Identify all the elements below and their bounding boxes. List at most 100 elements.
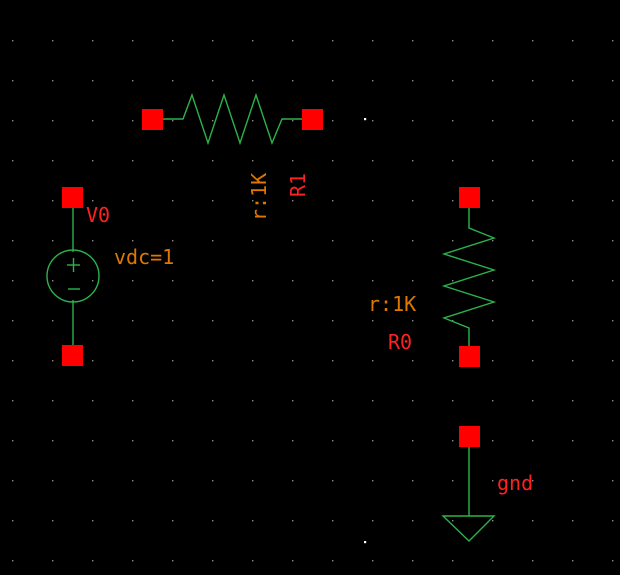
grid-dot: [292, 480, 294, 482]
grid-dot: [212, 80, 214, 82]
grid-dot: [492, 120, 494, 122]
grid-dot: [12, 360, 14, 362]
grid-dot: [332, 240, 334, 242]
resistor-r0-name: R0: [388, 330, 412, 354]
grid-dot: [572, 280, 574, 282]
plus-icon: [67, 258, 80, 272]
grid-dot: [132, 360, 134, 362]
grid-dot: [52, 280, 54, 282]
resistor-r1-pin-right[interactable]: [302, 109, 323, 130]
vsource-v0-param: vdc=1: [114, 245, 174, 269]
resistor-r1-pin-left[interactable]: [142, 109, 163, 130]
grid-dot: [252, 160, 254, 162]
grid-dot: [252, 200, 254, 202]
grid-dot: [332, 360, 334, 362]
grid-dot: [492, 440, 494, 442]
grid-dot: [452, 160, 454, 162]
grid-dot: [12, 200, 14, 202]
grid-dot: [172, 80, 174, 82]
grid-dot: [52, 80, 54, 82]
grid-dot: [452, 400, 454, 402]
grid-dots: [12, 40, 614, 562]
grid-dot: [92, 560, 94, 562]
grid-dot: [212, 560, 214, 562]
grid-dot: [612, 120, 614, 122]
grid-dot: [92, 400, 94, 402]
grid-dot: [252, 520, 254, 522]
grid-dot: [412, 440, 414, 442]
grid-dot: [172, 320, 174, 322]
grid-dot: [212, 440, 214, 442]
grid-dot: [12, 400, 14, 402]
resistor-r0-pin-bottom[interactable]: [459, 346, 480, 367]
grid-dot: [132, 240, 134, 242]
grid-dot: [332, 40, 334, 42]
grid-dot: [132, 80, 134, 82]
grid-dot: [452, 240, 454, 242]
grid-dot: [572, 360, 574, 362]
snap-point: [364, 541, 367, 544]
grid-dot: [12, 440, 14, 442]
grid-dot: [492, 80, 494, 82]
grid-dot: [572, 560, 574, 562]
grid-dot: [212, 40, 214, 42]
grid-dot: [52, 160, 54, 162]
grid-dot: [572, 80, 574, 82]
snap-point: [364, 118, 367, 121]
grid-dot: [532, 560, 534, 562]
vsource-pin-bottom[interactable]: [62, 345, 83, 366]
grid-dot: [292, 160, 294, 162]
grid-dot: [372, 560, 374, 562]
grid-dot: [492, 160, 494, 162]
voltage-source-v0[interactable]: V0 vdc=1: [46, 187, 174, 366]
grid-dot: [532, 200, 534, 202]
grid-dot: [372, 520, 374, 522]
resistor-r0[interactable]: r:1K R0: [368, 187, 497, 367]
grid-dot: [452, 520, 454, 522]
ground-gnd[interactable]: gnd: [441, 426, 533, 542]
grid-dot: [252, 320, 254, 322]
grid-dot: [412, 320, 414, 322]
grid-dot: [372, 160, 374, 162]
grid-dot: [52, 360, 54, 362]
gnd-pin[interactable]: [459, 426, 480, 447]
grid-dot: [292, 520, 294, 522]
grid-dot: [372, 480, 374, 482]
grid-dot: [132, 280, 134, 282]
grid-dot: [452, 560, 454, 562]
grid-dot: [332, 280, 334, 282]
grid-dot: [532, 440, 534, 442]
grid-dot: [292, 280, 294, 282]
grid-dot: [452, 120, 454, 122]
grid-dot: [92, 440, 94, 442]
grid-dot: [332, 200, 334, 202]
grid-dot: [452, 480, 454, 482]
grid-dot: [212, 120, 214, 122]
grid-dot: [412, 160, 414, 162]
grid-dot: [292, 440, 294, 442]
grid-dot: [92, 80, 94, 82]
resistor-r0-pin-top[interactable]: [459, 187, 480, 208]
grid-dot: [612, 160, 614, 162]
grid-dot: [92, 160, 94, 162]
grid-dot: [532, 400, 534, 402]
grid-dot: [532, 480, 534, 482]
grid-dot: [532, 280, 534, 282]
grid-dot: [372, 280, 374, 282]
grid-dot: [572, 240, 574, 242]
grid-dot: [52, 40, 54, 42]
resistor-r1[interactable]: r:1K R1: [142, 92, 323, 221]
grid-dot: [572, 520, 574, 522]
grid-dot: [412, 480, 414, 482]
vsource-pin-top[interactable]: [62, 187, 83, 208]
grid-dot: [412, 280, 414, 282]
grid-dot: [332, 480, 334, 482]
grid-dot: [412, 400, 414, 402]
grid-dot: [492, 360, 494, 362]
resistor-r0-symbol: [441, 207, 497, 346]
grid-dot: [372, 440, 374, 442]
grid-dot: [52, 440, 54, 442]
grid-dot: [572, 400, 574, 402]
grid-dot: [452, 80, 454, 82]
